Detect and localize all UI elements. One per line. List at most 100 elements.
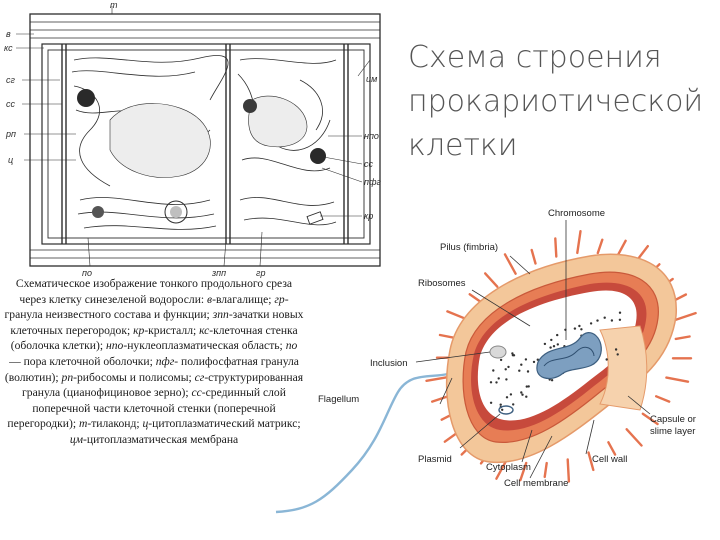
label-inclusion: Inclusion [370,358,408,369]
ribosome [492,369,495,372]
caption-text: Схематическое изображение тонкого продол… [15,277,293,306]
caption-text: -влагалище; [212,292,275,306]
caption-abbrev: в [207,292,213,306]
caption-abbrev: кс [199,323,210,337]
thylakoid-stripes-top [30,21,380,259]
ribosome [525,385,528,388]
nucleoplasm-region-2 [248,95,308,148]
ribosome [521,393,524,396]
ribosome [489,381,493,384]
pilus [576,229,582,255]
pilus [674,335,691,341]
label-chromosome: Chromosome [548,208,605,219]
label-flagellum: Flagellum [318,394,359,405]
label-pfg: пфг [364,177,381,187]
caption-abbrev: кр [133,323,145,337]
inclusion [489,345,507,359]
label-ks: кс [4,43,13,53]
pilus [673,311,697,322]
pilus [641,412,659,426]
label-capsule-2: slime layer [650,426,695,437]
label-cell-membrane: Cell membrane [504,478,568,489]
pilus [655,395,671,403]
ribosome [603,316,606,319]
ribosome [524,358,528,361]
caption-abbrev: рп [61,370,74,384]
pilus [519,461,528,482]
ribosome [509,393,513,396]
ribosome [512,403,515,406]
caption-abbrev: гр [274,292,285,306]
ribosome [549,346,552,349]
leader-lines [16,6,371,267]
caption-abbrev: сс [191,386,202,400]
caption-text: -рибосомы и полисомы; [73,370,195,384]
granules [77,89,326,225]
ribosome [505,378,508,381]
ribosome [505,396,509,399]
ribosome [532,360,536,364]
label-po: по [82,268,92,278]
caption-text: — пора клеточной оболочки; [9,354,156,368]
label-plasmid: Plasmid [418,454,452,465]
caption-abbrev: зпп [212,308,229,322]
ribosome [580,328,583,331]
ribosome [543,342,547,346]
caption-abbrev: по [285,339,298,353]
bacterium-leader-lines [415,220,651,479]
ribosome [618,318,622,321]
label-cytoplasm: Cytoplasm [486,462,531,473]
label-ss-right: сс [364,159,374,169]
ribosome [497,377,500,380]
pilus [587,451,595,472]
nucleoplasm-region [109,103,211,178]
label-capsule-1: Capsule or [650,414,696,425]
label-kr: кр [364,211,373,221]
figure-caption: Схематическое изображение тонкого продол… [4,276,304,448]
membrane-layer [47,49,365,239]
pilus [484,272,499,288]
caption-text: -нуклеоплазматическая область; [123,339,286,353]
caption-text: -зачатки новых клеточных перегородок; [10,308,304,337]
ribosome [520,391,523,394]
chromosome-coil [543,346,595,367]
ribosome [616,353,619,356]
ribosome [489,401,493,404]
ribosome [526,370,530,373]
pilus [566,458,571,483]
ribosome [550,379,554,382]
ribosome [504,368,507,371]
ribosome [501,408,504,411]
ribosome [550,338,553,342]
caption-abbrev: пфг [155,354,175,368]
caption-text: -кристалл; [144,323,200,337]
ribosome [556,333,559,337]
ribosome [527,385,530,388]
ribosome [556,343,559,346]
ribosome [618,311,622,314]
ribosome [552,345,556,348]
ribosome [578,324,581,328]
caption-abbrev: ц [142,417,149,431]
label-cell-wall: Cell wall [592,454,627,465]
pilus [554,237,558,258]
caption-text: -гранула неизвестного состава и функции; [4,292,289,322]
label-t: т [110,0,118,10]
caption-abbrev: нпо [105,339,124,353]
ribosome [520,363,523,366]
label-ts: ц [8,155,13,165]
caption-text: -тилаконд; [87,417,143,431]
pilus [468,293,483,304]
cross-walls [61,44,349,244]
caption-text: - полифосфатная гранула (волютин); [4,354,299,384]
ribosome [511,352,514,355]
title-line-3: клетки [408,128,518,163]
cyanobacterium-section-diagram: т в кс сг сс рп ц цм нпо сс пфг кр по зп… [4,0,381,278]
ribosome [614,348,618,351]
label-zpp: зпп [211,268,226,278]
pilus [425,375,450,382]
label-ss-left: сс [6,99,16,109]
label-rp: рп [5,129,16,139]
